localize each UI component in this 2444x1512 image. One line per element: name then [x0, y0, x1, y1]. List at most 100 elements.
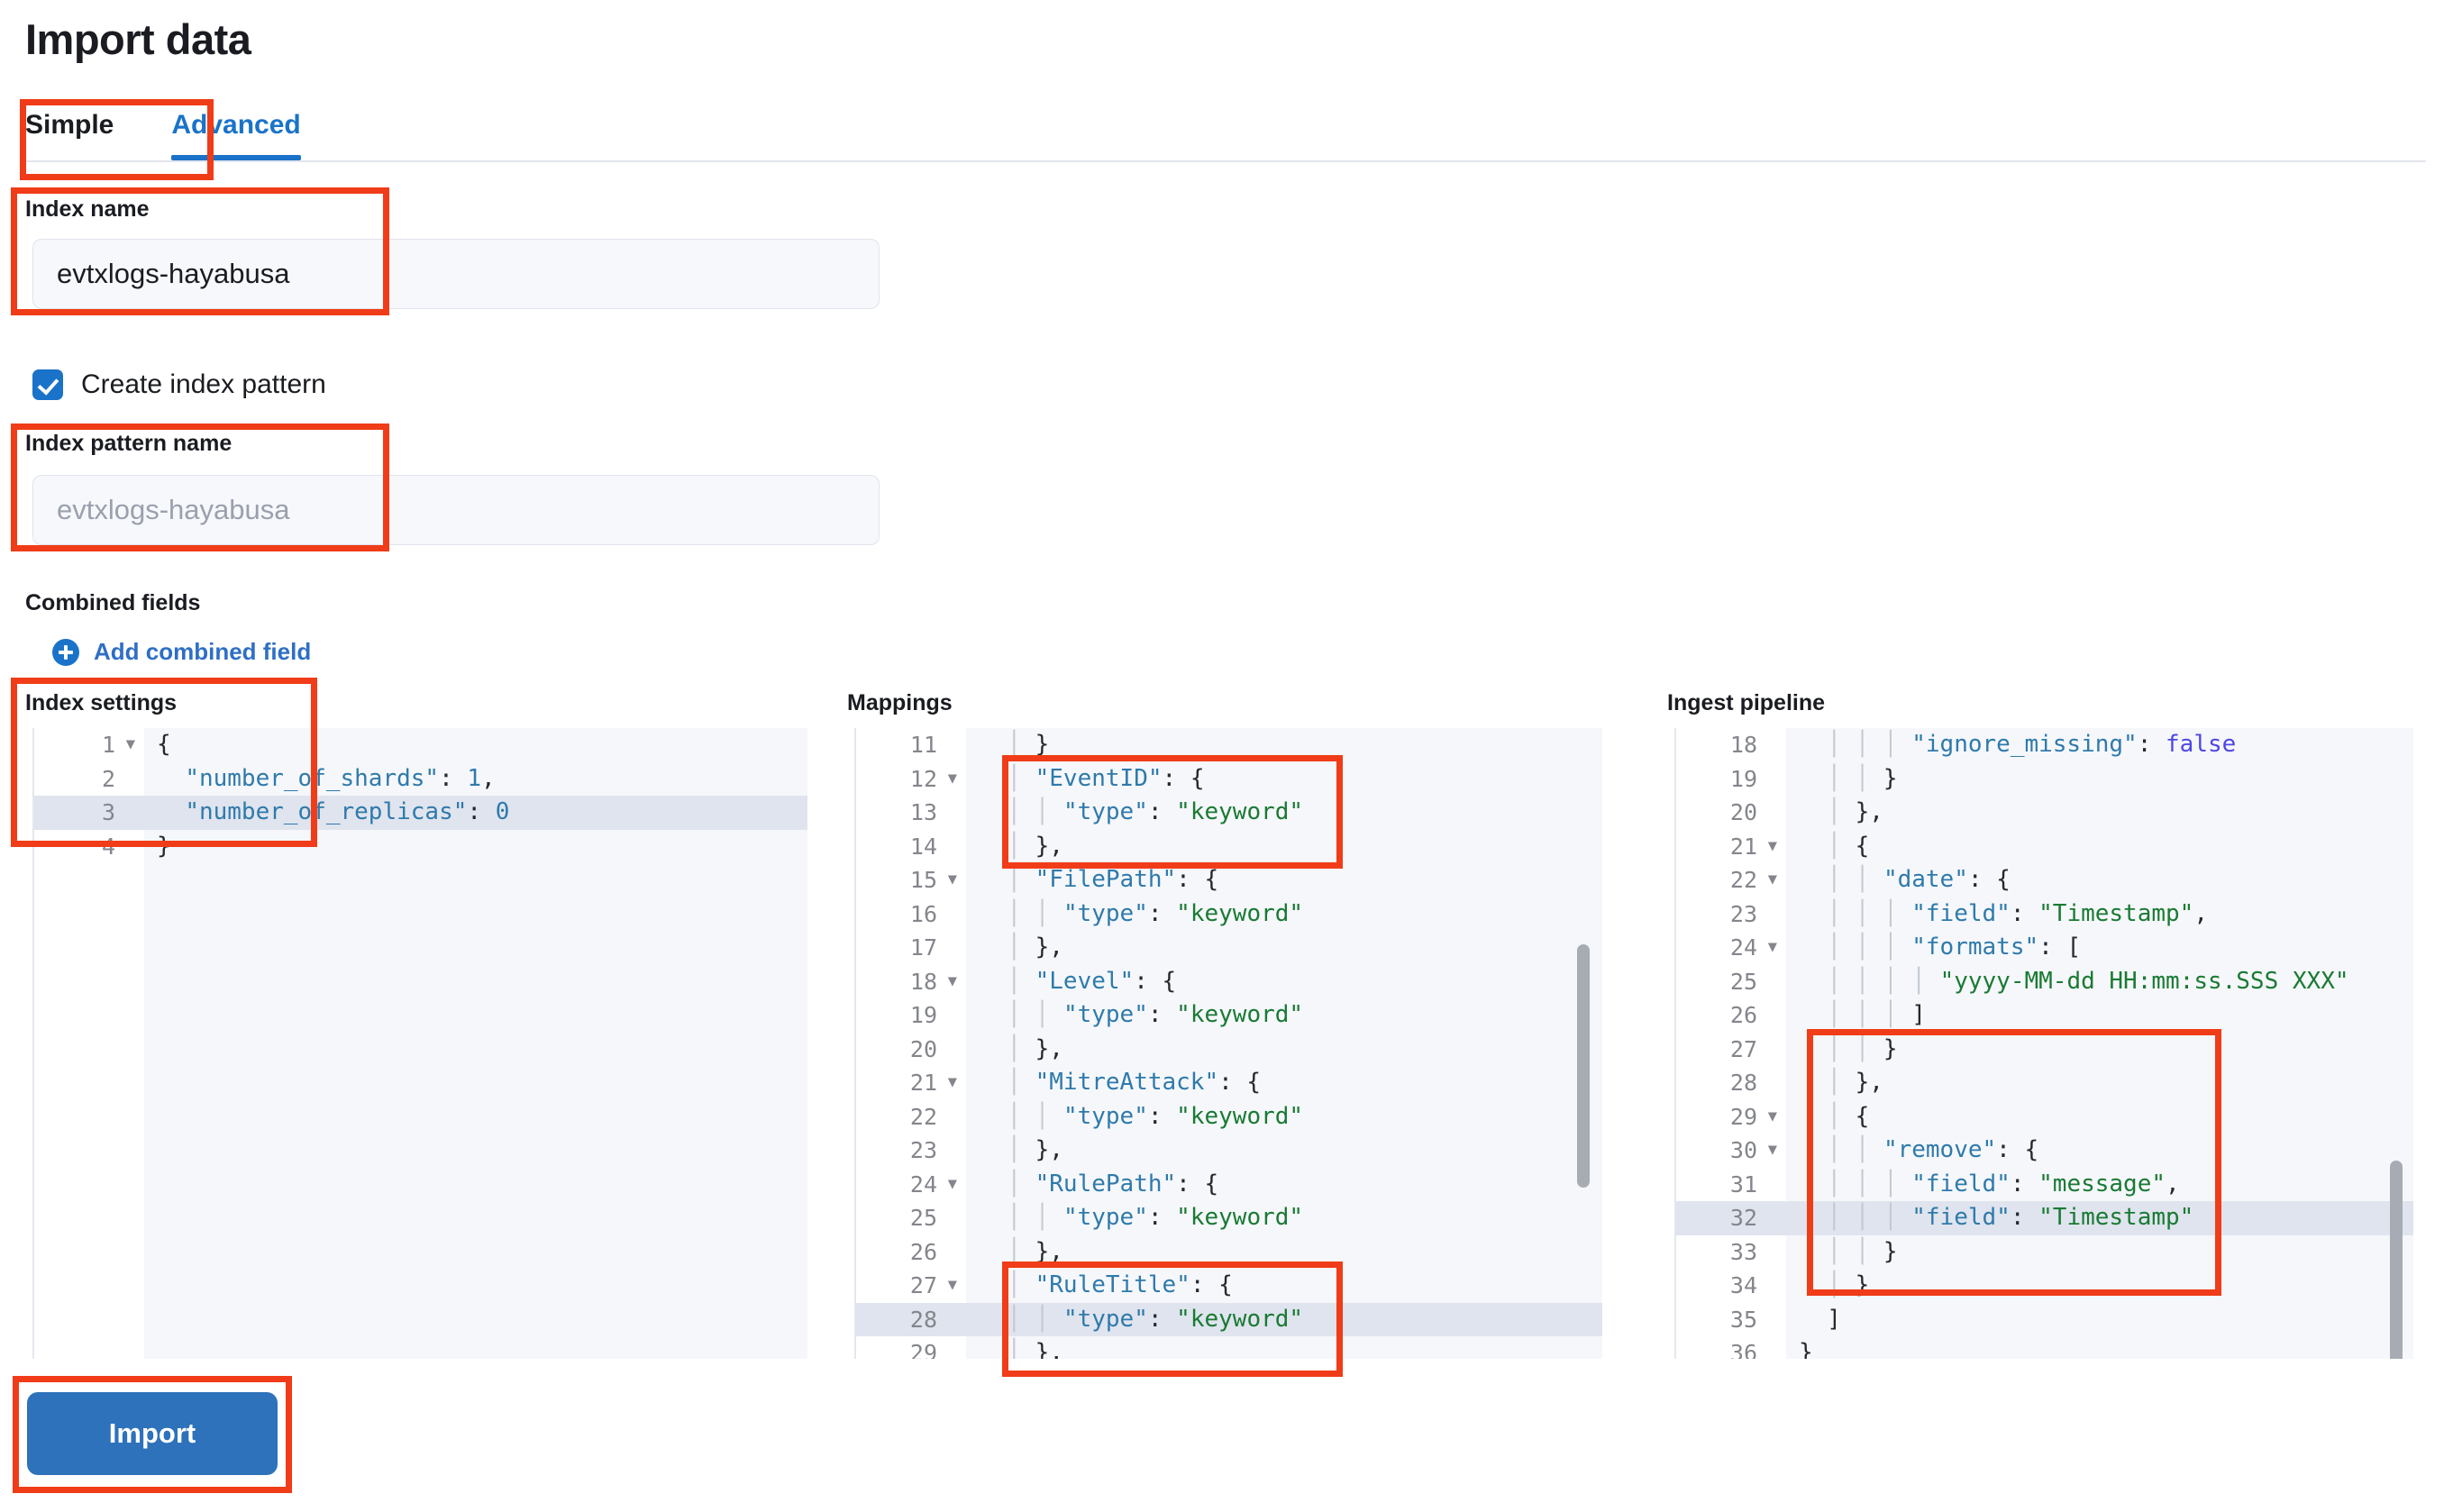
editor-code-line[interactable]: │ │ }	[1827, 764, 1898, 792]
editor-code-line[interactable]: │ "Level": {	[1007, 967, 1177, 995]
editor-line-number: 14	[909, 833, 937, 860]
tab-advanced[interactable]: Advanced	[142, 110, 322, 160]
editor-code-line[interactable]: │ │ │ "field": "Timestamp"	[1786, 1201, 2413, 1235]
editor-code-line[interactable]: │ "RuleTitle": {	[1007, 1271, 1233, 1298]
editor-line-number: 4	[101, 833, 115, 860]
editor-line-number: 28	[1729, 1070, 1757, 1096]
editor-code-line[interactable]: │ "FilePath": {	[1007, 866, 1219, 893]
editor-line-number: 2	[101, 765, 115, 792]
editor-code-line[interactable]: │ │ │ "field": "Timestamp",	[1827, 899, 2208, 927]
editor-code-line[interactable]: │ │ }	[1827, 1034, 1898, 1062]
combined-fields-label: Combined fields	[25, 590, 201, 615]
editor-line-number: 18▼	[909, 968, 957, 995]
editor-line-number: 17	[909, 934, 937, 961]
editor-line-number: 20	[909, 1035, 937, 1062]
editor-line-number: 25	[909, 1205, 937, 1231]
ingest-pipeline-scrollbar[interactable]	[2390, 1161, 2403, 1359]
editor-code-line[interactable]: │ │ "remove": {	[1827, 1136, 2039, 1163]
editor-line-number: 32	[1676, 1201, 1788, 1235]
editor-code-line[interactable]: │ │ │ ]	[1827, 1001, 1926, 1028]
page-title: Import data	[25, 15, 251, 63]
editor-code-line[interactable]: │ │ "type": "keyword"	[1007, 798, 1304, 825]
index-pattern-name-label: Index pattern name	[25, 431, 233, 456]
editor-line-number: 26	[1729, 1002, 1757, 1028]
editor-line-number: 24▼	[909, 1170, 957, 1198]
editor-code-line[interactable]: │ {	[1827, 832, 1870, 860]
editor-code-line[interactable]: │ },	[1007, 1034, 1063, 1062]
editor-line-number: 21▼	[1729, 833, 1777, 860]
editor-line-number: 29▼	[1729, 1103, 1777, 1130]
editor-code-line[interactable]: │ │ "type": "keyword"	[1007, 1102, 1304, 1130]
create-index-pattern-label: Create index pattern	[81, 369, 326, 399]
editor-line-number: 11	[909, 732, 937, 758]
editor-code-line[interactable]: "number_of_replicas": 0	[144, 796, 807, 830]
editor-line-number: 15▼	[909, 867, 957, 893]
editor-code-line[interactable]: }	[1799, 1339, 1813, 1359]
editor-code-line[interactable]: │ │ "type": "keyword"	[1007, 1001, 1304, 1028]
editor-code-line[interactable]: │ },	[1827, 798, 1883, 825]
editor-code-line[interactable]: │ }	[1007, 731, 1050, 758]
editor-line-number: 22▼	[1729, 867, 1777, 893]
editor-line-number: 31	[1729, 1170, 1757, 1198]
editor-line-number: 25	[1729, 968, 1757, 995]
editor-code-line[interactable]: │ │ │ │ "yyyy-MM-dd HH:mm:ss.SSS XXX"	[1827, 967, 2349, 995]
ingest-pipeline-code[interactable]: │ │ │ "ignore_missing": false │ │ } │ },…	[1786, 728, 2413, 1359]
editor-line-number: 27▼	[909, 1272, 957, 1298]
editor-line-number: 26	[909, 1238, 937, 1265]
editor-code-line[interactable]: │ │ │ "formats": [	[1827, 934, 2082, 961]
editor-line-number: 3	[34, 796, 146, 830]
editor-line-number: 16	[909, 900, 937, 927]
editor-code-line[interactable]: │ },	[1007, 1237, 1063, 1265]
editor-line-number: 30▼	[1729, 1137, 1777, 1163]
editor-line-number: 19	[909, 1002, 937, 1028]
editor-code-line[interactable]: │ "RulePath": {	[1007, 1170, 1219, 1198]
editor-code-line[interactable]: │ │ "type": "keyword"	[1007, 899, 1304, 927]
editor-code-line[interactable]: │ │ "date": {	[1827, 866, 2011, 893]
editor-code-line[interactable]: │ },	[1007, 934, 1063, 961]
import-button[interactable]: Import	[27, 1392, 278, 1475]
editor-code-line[interactable]: │ │ "type": "keyword"	[966, 1302, 1602, 1336]
editor-code-line[interactable]: │ {	[1827, 1102, 1870, 1130]
add-combined-field-label: Add combined field	[94, 638, 312, 665]
editor-code-line[interactable]: ]	[1799, 1305, 1841, 1333]
editor-code-line[interactable]: │ │ "type": "keyword"	[1007, 1204, 1304, 1231]
ingest-pipeline-title: Ingest pipeline	[1667, 690, 1826, 715]
editor-line-number: 27	[1729, 1035, 1757, 1062]
tab-simple[interactable]: Simple	[25, 110, 114, 140]
add-combined-field-button[interactable]: Add combined field	[52, 638, 311, 666]
tab-list: Simple Advanced	[25, 99, 323, 160]
editor-code-line[interactable]: "number_of_shards": 1,	[185, 764, 496, 792]
editor-code-line[interactable]: }	[157, 832, 171, 860]
editor-code-line[interactable]: │ },	[1007, 1136, 1063, 1163]
editor-code-line[interactable]: │ │ }	[1827, 1237, 1898, 1265]
create-index-pattern-row[interactable]: Create index pattern	[32, 369, 326, 400]
index-name-input[interactable]: evtxlogs-hayabusa	[32, 239, 880, 309]
editor-code-line[interactable]: │ │ │ "field": "message",	[1827, 1170, 2180, 1198]
editor-line-number: 18	[1729, 732, 1757, 758]
editor-code-line[interactable]: │ }	[1827, 1271, 1870, 1298]
editor-code-line[interactable]: │ },	[1827, 1069, 1883, 1096]
editor-line-number: 21▼	[909, 1070, 957, 1096]
tab-divider	[25, 160, 2426, 162]
mappings-code[interactable]: │ } │ "EventID": { │ │ "type": "keyword"…	[966, 728, 1602, 1359]
plus-circle-icon	[52, 638, 79, 666]
editor-code-line[interactable]: │ │ │ "ignore_missing": false	[1827, 731, 2237, 758]
editor-code-line[interactable]: │ "EventID": {	[1007, 764, 1205, 792]
index-settings-code[interactable]: { "number_of_shards": 1, "number_of_repl…	[144, 728, 807, 1359]
editor-line-number: 23	[909, 1137, 937, 1163]
editor-line-number: 12▼	[909, 765, 957, 792]
checkbox-checked-icon[interactable]	[32, 369, 63, 400]
editor-line-number: 28	[856, 1302, 968, 1336]
editor-line-number: 29	[909, 1340, 937, 1359]
editor-code-line[interactable]: │ "MitreAttack": {	[1007, 1069, 1262, 1096]
editor-code-line[interactable]: │ },	[1007, 1339, 1063, 1359]
editor-code-line[interactable]: │ },	[1007, 832, 1063, 860]
mappings-scrollbar[interactable]	[1577, 944, 1590, 1188]
index-pattern-name-input[interactable]: evtxlogs-hayabusa	[32, 475, 880, 545]
editor-code-line[interactable]: {	[157, 731, 171, 758]
